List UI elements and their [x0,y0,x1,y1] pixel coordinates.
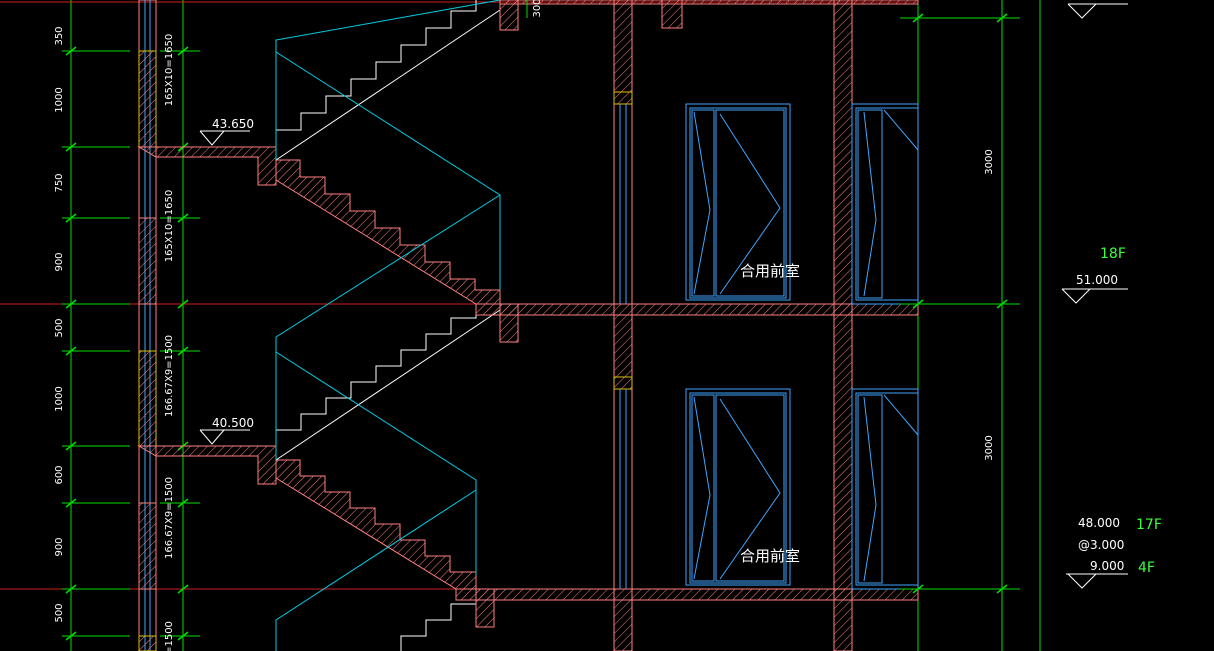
top-dim-label: 300 [532,0,543,18]
dim-left-5: 500 [54,318,65,337]
top-dimension: 300 [526,0,543,18]
visible-stair-flights [275,0,501,651]
interior-column [613,0,633,651]
landing-elevation-upper: 43.650 [212,117,254,131]
dim-left-7: 600 [54,465,65,484]
level-17f-label: 17F [1136,517,1162,533]
level-marker-top [1067,3,1128,19]
level-4f-label: 4F [1138,560,1155,576]
landing-elevation-markers: 43.650 40.500 [199,117,254,445]
stair-dim-1: 165X10=1650 [164,34,175,107]
dim-left-3: 750 [54,173,65,192]
floor-slabs [455,0,919,628]
right-dim-lower: 3000 [984,435,995,460]
railing-outlines [275,0,501,651]
level-4f-elevation: 9.000 [1090,559,1124,573]
door-lower [685,388,791,586]
left-dimension-chain [62,46,200,641]
dim-left-6: 1000 [54,386,65,411]
cut-stair-flights [275,159,501,590]
level-18f-label: 18F [1100,246,1126,262]
outer-wall [138,0,157,651]
landing-elevation-lower: 40.500 [212,416,254,430]
stair-dimension-labels: 165X10=1650 165X10=1650 166.67X9=1500 16… [164,34,175,651]
stair-dim-3: 166.67X9=1500 [164,335,175,417]
right-dimension-chain: 3000 3000 [900,0,1020,651]
stair-dim-4: 166.67X9=1500 [164,477,175,559]
landings [137,146,277,485]
right-wall [833,0,919,651]
room-label-upper: 合用前室 [740,262,800,280]
right-dim-upper: 3000 [984,149,995,174]
level-marker-stack: 48.000 17F @3.000 9.000 4F [1066,516,1162,589]
dim-left-9: 500 [54,603,65,622]
dim-left-8: 900 [54,537,65,556]
dim-left-1: 350 [54,26,65,45]
level-spacing: @3.000 [1078,538,1124,552]
stair-dim-2: 165X10=1650 [164,190,175,263]
room-label-lower: 合用前室 [740,547,800,565]
stair-dim-5: =1500 [164,621,175,651]
dim-left-4: 900 [54,252,65,271]
left-dimension-labels: 350 1000 750 900 500 1000 600 900 500 [54,26,65,622]
level-18f-elevation: 51.000 [1076,273,1118,287]
axis-lines [70,0,1041,651]
level-marker-18f: 51.000 18F [1061,246,1128,304]
level-17f-elevation: 48.000 [1078,516,1120,530]
door-upper [685,103,791,301]
dim-left-2: 1000 [54,87,65,112]
